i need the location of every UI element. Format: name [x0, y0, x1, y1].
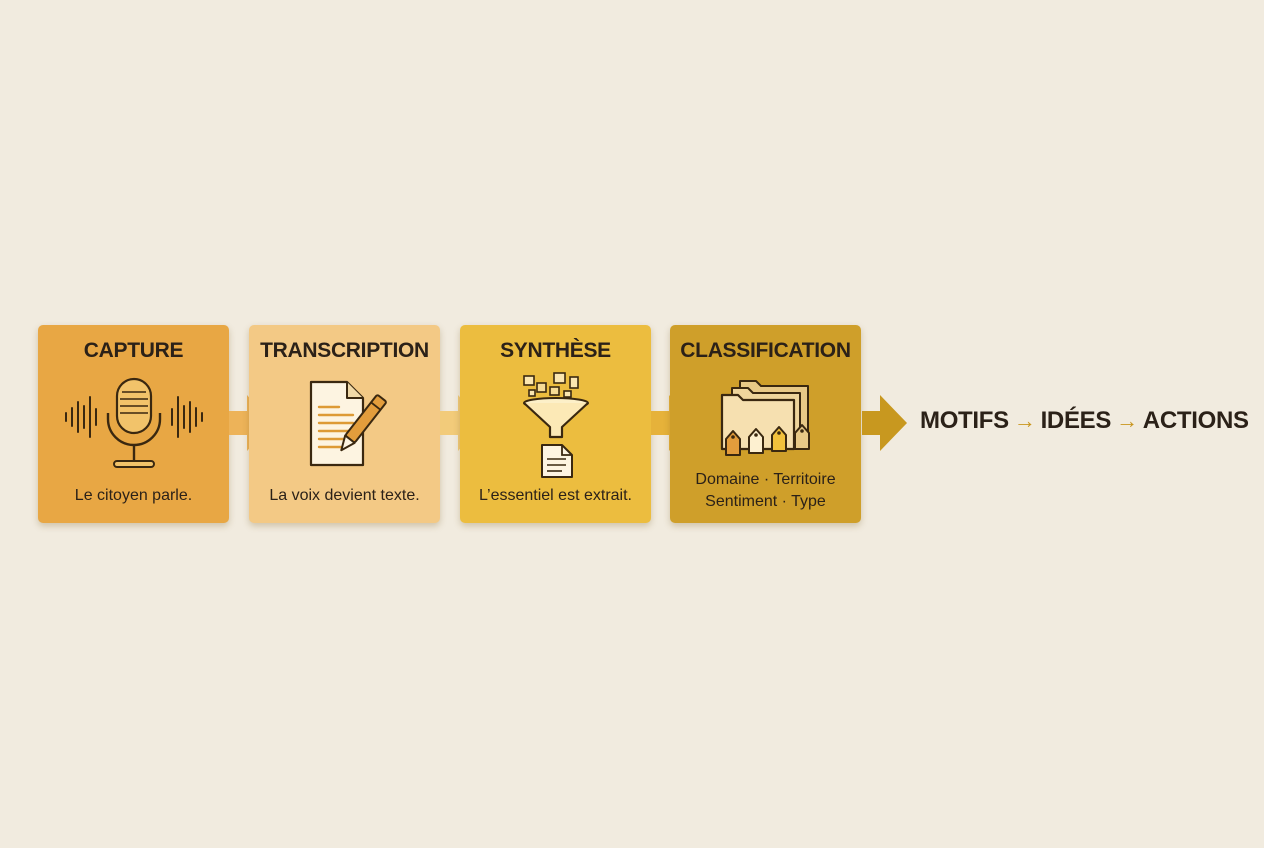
outcome-chain: MOTIFS → IDÉES → ACTIONS	[920, 407, 1249, 435]
arrow-right-icon	[862, 395, 907, 451]
step-synthese-description: L’essentiel est extrait.	[479, 487, 632, 504]
funnel-icon	[522, 372, 589, 478]
document-pen-icon	[309, 380, 387, 467]
folders-tags-icon	[720, 380, 810, 456]
step-transcription-card: TRANSCRIPTION La voix devient texte.	[249, 325, 440, 523]
step-capture-title: CAPTURE	[83, 339, 184, 362]
outcome-actions: ACTIONS	[1142, 407, 1249, 434]
step-classification-line-2: Sentiment · Type	[705, 493, 826, 510]
step-transcription-description: La voix devient texte.	[269, 487, 420, 504]
step-classification-line-1: Domaine · Territoire	[695, 471, 836, 488]
step-synthese-title: SYNTHÈSE	[500, 339, 611, 362]
step-synthese-card: SYNTHÈSE L’essentiel est extrait.	[460, 325, 651, 523]
step-capture-description: Le citoyen parle.	[74, 487, 193, 504]
step-transcription-title: TRANSCRIPTION	[260, 339, 429, 362]
arrow-right-icon: →	[1116, 408, 1138, 433]
outcome-idees: IDÉES	[1040, 407, 1112, 434]
arrow-right-icon: →	[1013, 408, 1036, 433]
step-classification-card: CLASSIFICATION Domaine · Territoire Sent…	[670, 325, 861, 523]
step-classification-title: CLASSIFICATION	[680, 339, 851, 362]
step-capture-card: CAPTURE Le citoy	[38, 325, 229, 523]
microphone-icon	[64, 377, 203, 468]
step-classification-description: Domaine · Territoire Sentiment · Type	[670, 469, 861, 513]
outcome-motifs: MOTIFS	[920, 407, 1009, 434]
